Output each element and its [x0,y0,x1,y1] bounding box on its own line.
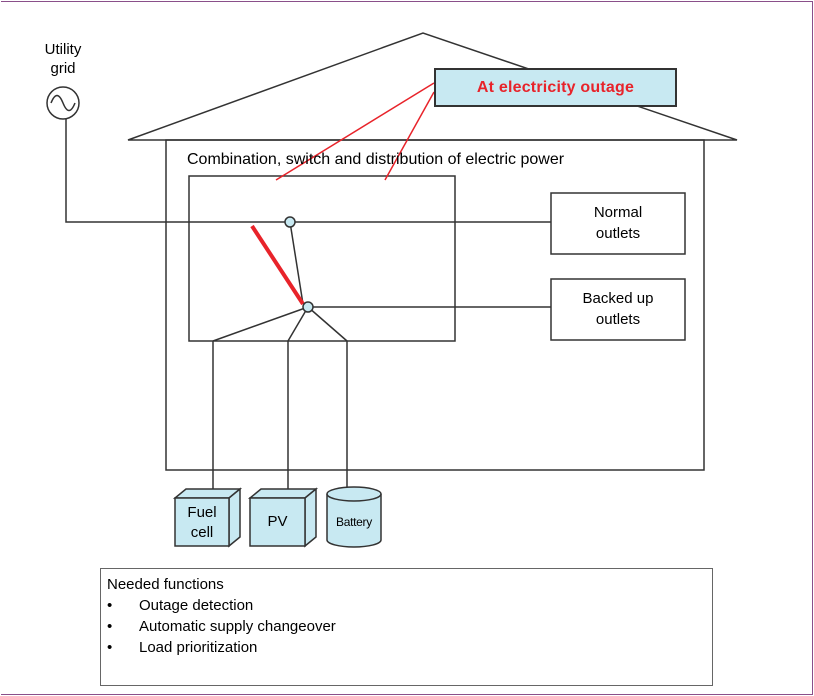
battery-cylinder [326,486,382,548]
sine-wave-icon [50,94,76,112]
fuel-cell-box [172,487,243,548]
battery-line1: Battery [336,515,372,529]
house-body [165,139,705,471]
backed-outlets-line1: Backed up [582,290,654,307]
utility-grid-label: Utility grid [28,40,98,78]
backed-outlets-line2: outlets [595,311,641,328]
fuel-cell-label: Fuel cell [175,503,229,543]
pv-box [247,487,319,548]
utility-grid-line2: grid [50,60,76,77]
needed-functions-list: Outage detection Automatic supply change… [107,595,712,658]
backed-outlets-label: Backed up outlets [551,288,685,330]
normal-outlets-box [550,192,686,255]
grid-line [65,119,551,223]
callout-line-right [384,91,435,181]
needed-functions-title: Needed functions [107,576,224,593]
switch-arm-red [250,224,305,306]
fuel-cell-line1: Fuel [187,504,217,521]
normal-outlets-line2: outlets [595,225,641,242]
function-item: Load prioritization [107,637,712,658]
switch-node-top [284,216,296,228]
backed-outlets-box [550,278,686,341]
normal-outlets-line1: Normal [593,204,643,221]
normal-outlets-label: Normal outlets [551,202,685,244]
function-item: Automatic supply changeover [107,616,712,637]
outage-callout: At electricity outage [434,68,677,107]
battery-label: Battery [327,512,381,532]
needed-functions-box: Needed functions Outage detection Automa… [100,568,713,686]
fuel-cell-line2: cell [190,524,214,541]
fanout-fuelcell [212,306,309,342]
fanout-battery [307,306,348,342]
switch-contact [289,221,304,305]
pv-line1: PV [267,513,288,530]
house-caption: Combination, switch and distribution of … [187,151,565,168]
function-item: Outage detection [107,595,712,616]
switch-node-bottom [302,301,314,313]
outage-callout-text: At electricity outage [476,78,635,96]
utility-grid-line1: Utility [44,41,82,58]
pv-label: PV [250,512,305,532]
fanout-pv [287,306,309,342]
callout-line-left [275,82,435,181]
switch-box [188,175,456,342]
